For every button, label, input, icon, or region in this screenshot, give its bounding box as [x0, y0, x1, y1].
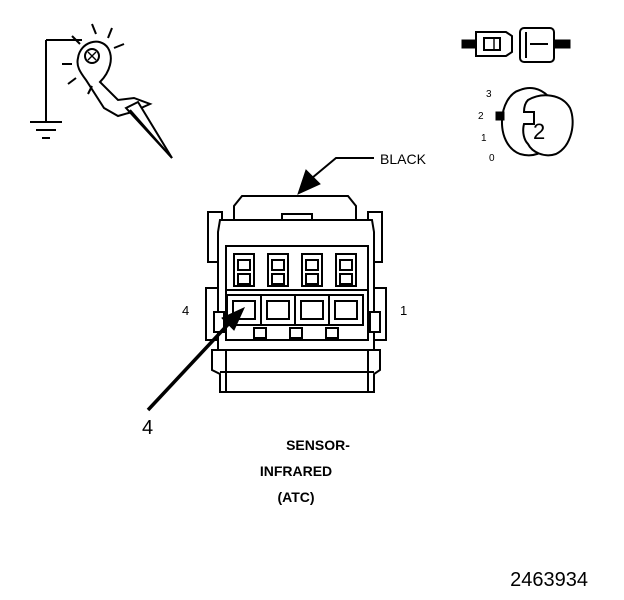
- pointer-pin-label: 4: [142, 417, 153, 439]
- selector-dial-icon: 3 2 1 0 2: [478, 87, 574, 164]
- component-label-line-1: SENSOR-: [286, 437, 350, 453]
- scale-label-0: 0: [489, 153, 495, 164]
- color-leader-arrow: [297, 157, 374, 195]
- pin-pointer-arrow: [146, 306, 246, 412]
- selected-position-label: 2: [533, 119, 545, 144]
- connector-face: [205, 195, 387, 393]
- figure-number: 2463934: [510, 569, 588, 591]
- scale-label-2: 2: [478, 111, 484, 122]
- component-label-line-3: (ATC): [277, 489, 314, 505]
- pin-cavity-4: [226, 253, 262, 326]
- pin-cavity-1: [328, 253, 364, 326]
- component-label-line-2: INFRARED: [260, 463, 332, 479]
- pin-cavity-2: [294, 253, 330, 326]
- pin-number-right: 1: [400, 303, 407, 318]
- pin-cavity-3: [260, 253, 296, 326]
- scale-label-1: 1: [481, 133, 487, 144]
- ground-symbol-icon: [30, 121, 62, 139]
- scale-label-3: 3: [486, 89, 492, 100]
- connector-pair-icon: [461, 27, 571, 63]
- pin-number-left: 4: [182, 303, 189, 318]
- connector-color-label: BLACK: [380, 151, 427, 167]
- test-probe-icon: [30, 23, 173, 159]
